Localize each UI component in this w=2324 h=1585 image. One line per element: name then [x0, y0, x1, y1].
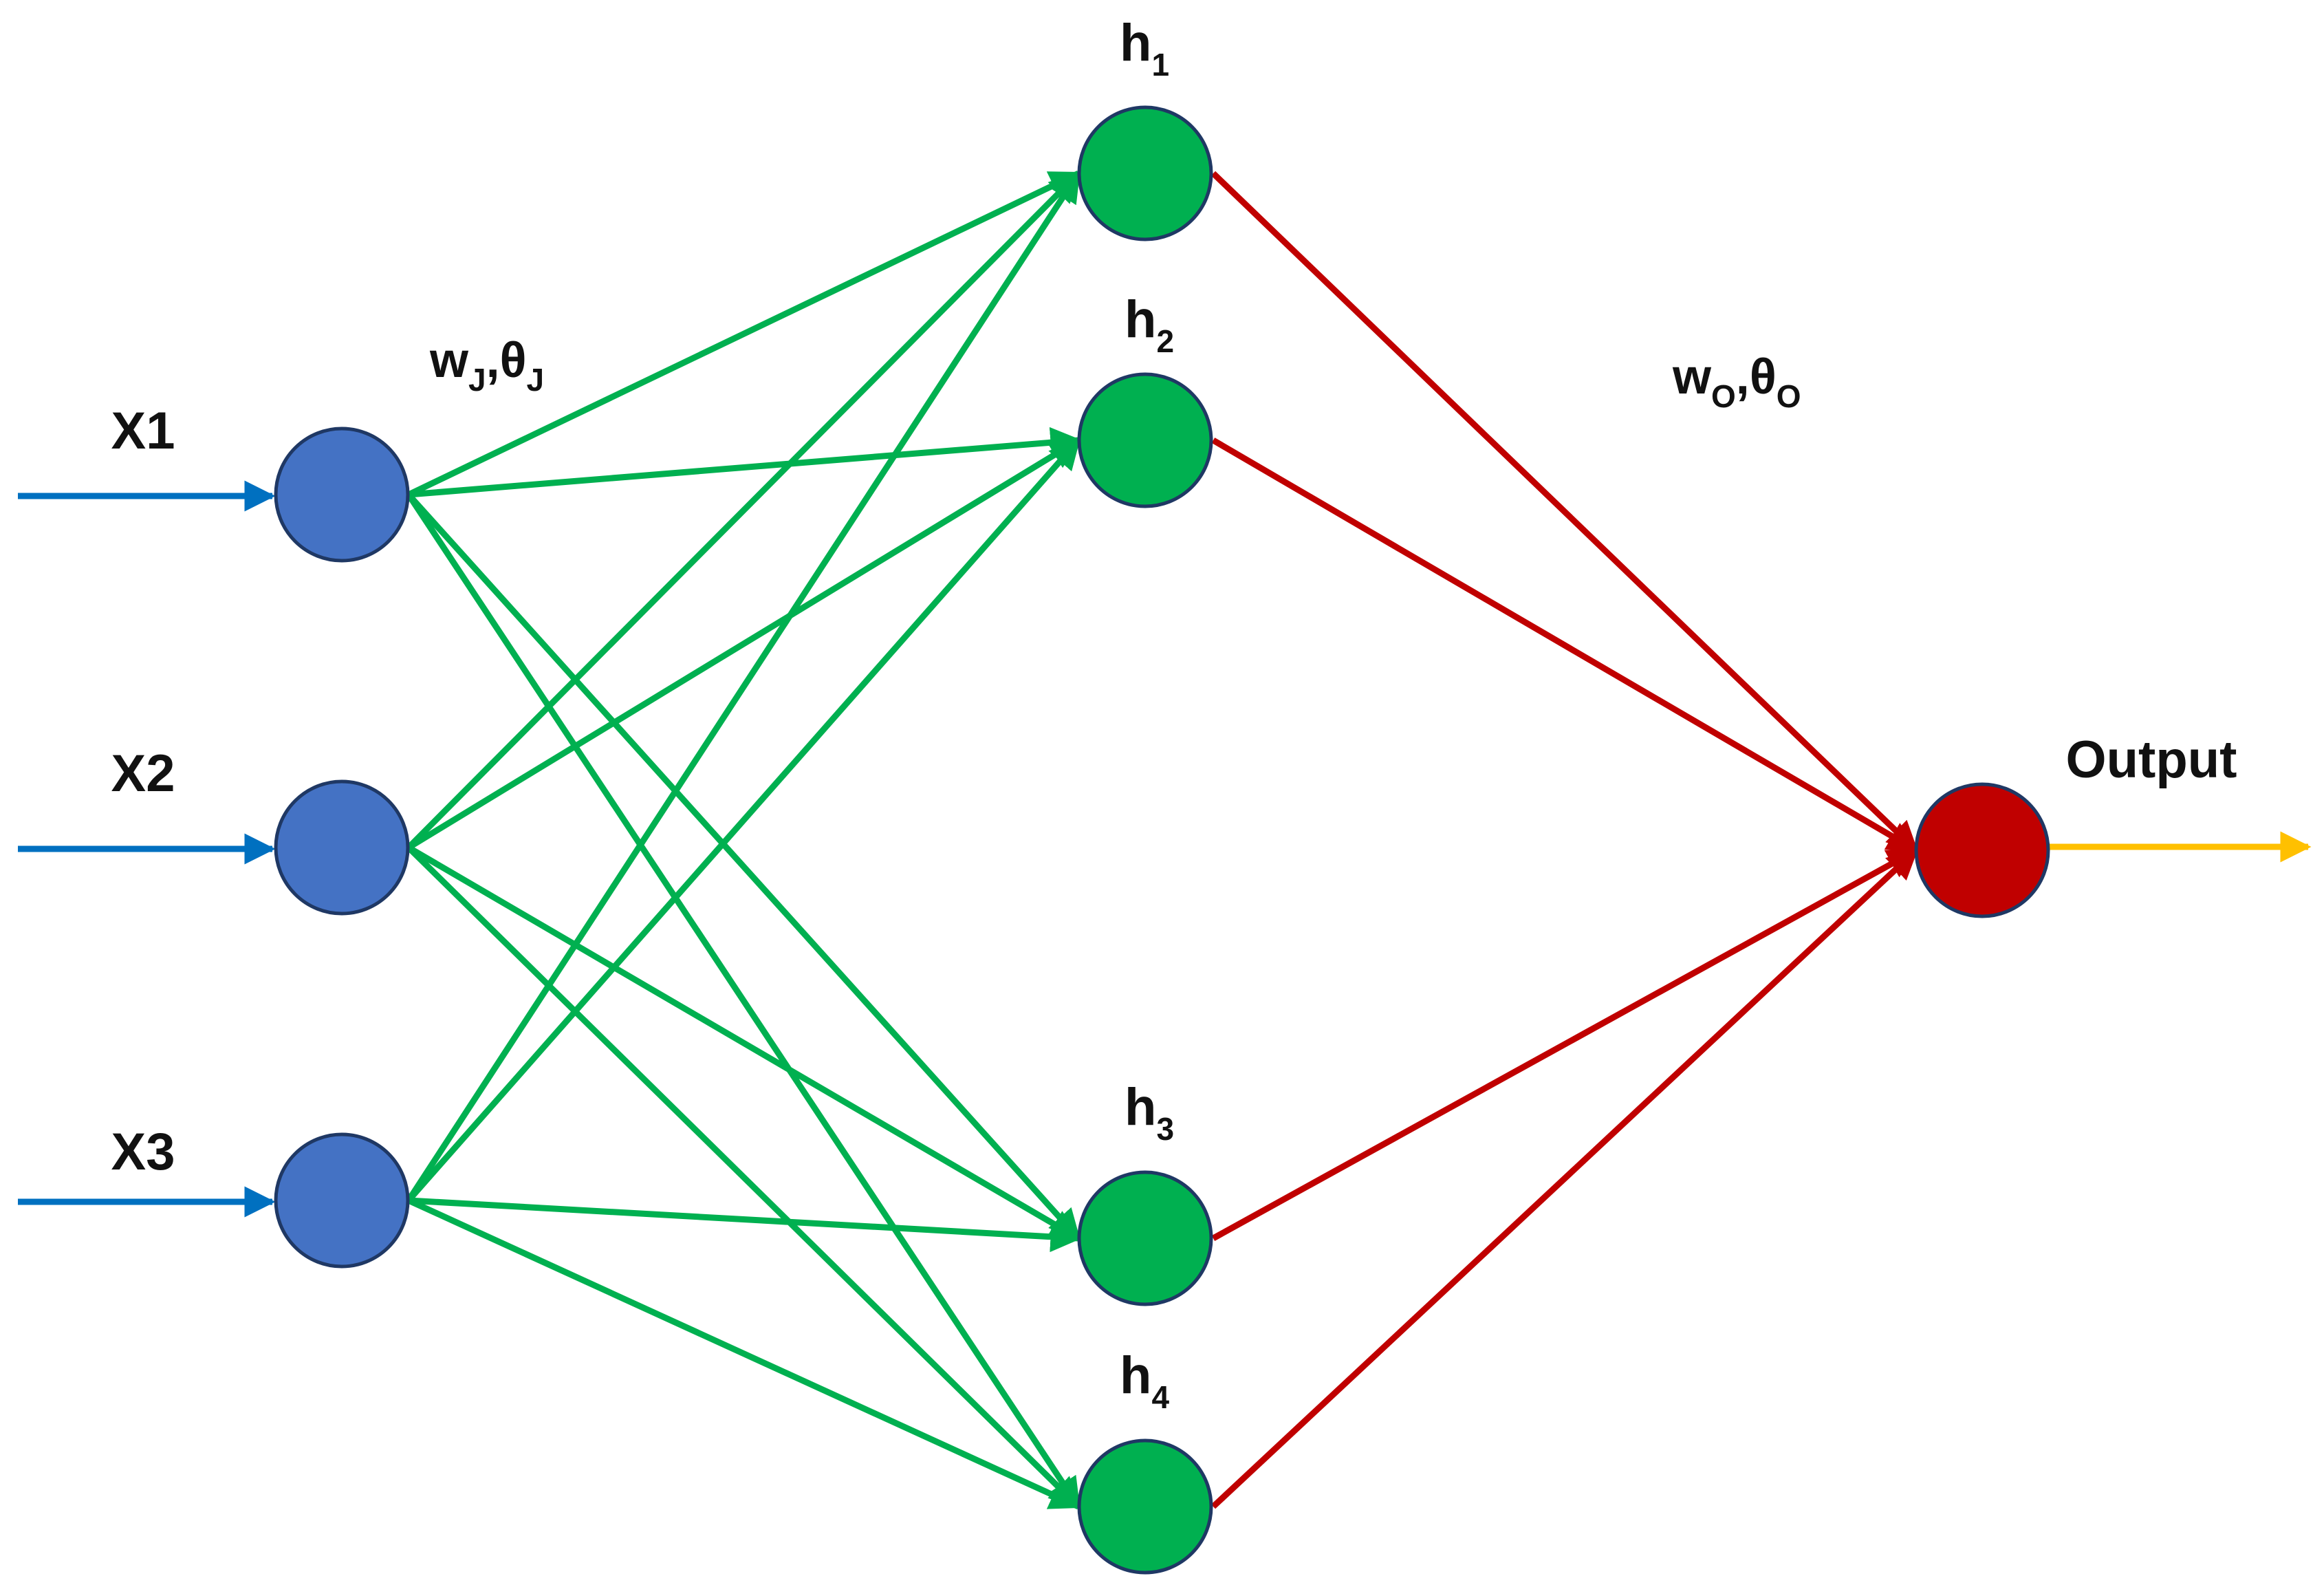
output-label: Output	[2065, 731, 2237, 789]
weights-hidden-sep: ,	[486, 333, 500, 388]
weights-output-theta: θ	[1750, 349, 1777, 405]
weights-output-w-sub: O	[1711, 378, 1736, 414]
hidden-label-h1-base: h	[1120, 14, 1151, 72]
weights-hidden-theta-sub: J	[527, 362, 545, 398]
edge-x3-h4	[407, 1197, 1082, 1510]
input-arrows	[18, 480, 276, 1218]
edge-h1-output	[1210, 171, 1919, 853]
hidden-layer	[1077, 105, 1213, 1575]
edge-x3-h1	[406, 171, 1081, 1203]
weights-output-w: w	[1672, 349, 1712, 405]
hidden-label-h4: h4	[1120, 1346, 1169, 1415]
weights-hidden-theta: θ	[500, 333, 527, 388]
edge-x3-h2	[406, 438, 1081, 1203]
hidden-node-h1	[1077, 105, 1213, 241]
hidden-label-h3-base: h	[1125, 1078, 1156, 1136]
hidden-node-h4	[1077, 1438, 1213, 1575]
input-node-x1	[274, 427, 410, 563]
input-node-x2	[274, 779, 410, 916]
edge-x2-h2	[406, 438, 1081, 850]
input-node-x3	[274, 1132, 410, 1269]
hidden-label-h2: h2	[1125, 290, 1174, 359]
output-node	[1914, 782, 2050, 918]
hidden-label-h1: h1	[1120, 14, 1169, 83]
input-label-x3: X3	[111, 1123, 175, 1181]
edge-x1-h4	[406, 493, 1081, 1509]
edge-h2-output	[1211, 438, 1919, 853]
edge-h4-output	[1210, 848, 1919, 1509]
edge-x2-h1	[406, 171, 1081, 850]
hidden-label-h1-sub: 1	[1151, 47, 1169, 83]
edge-x2-h3	[406, 845, 1081, 1241]
edge-h3-output	[1211, 848, 1919, 1241]
weights-output-label: wO,θO	[1672, 349, 1801, 414]
hidden-label-h3-sub: 3	[1156, 1111, 1174, 1147]
hidden-label-h2-base: h	[1125, 290, 1156, 349]
weights-hidden-label: wJ,θJ	[429, 333, 544, 398]
hidden-label-h4-sub: 4	[1151, 1379, 1169, 1415]
input-label-x1: X1	[111, 402, 175, 460]
input-layer	[274, 427, 410, 1269]
hidden-label-h3: h3	[1125, 1078, 1174, 1147]
hidden-node-h3	[1077, 1170, 1213, 1306]
input-hidden-edges	[406, 170, 1082, 1510]
weights-output-theta-sub: O	[1777, 378, 1801, 414]
weights-hidden-w: w	[429, 333, 469, 388]
hidden-label-h2-sub: 2	[1156, 323, 1174, 359]
edge-x1-h2	[408, 427, 1082, 498]
edge-x1-h3	[406, 492, 1081, 1241]
weights-hidden-w-sub: J	[468, 362, 486, 398]
input-label-x2: X2	[111, 744, 175, 803]
hidden-label-h4-base: h	[1120, 1346, 1151, 1405]
edge-x2-h4	[406, 845, 1081, 1509]
edge-x3-h3	[408, 1197, 1082, 1253]
hidden-output-edges	[1210, 171, 1919, 1509]
hidden-node-h2	[1077, 372, 1213, 508]
edge-x1-h1	[407, 170, 1082, 498]
weights-output-sep: ,	[1736, 349, 1750, 405]
